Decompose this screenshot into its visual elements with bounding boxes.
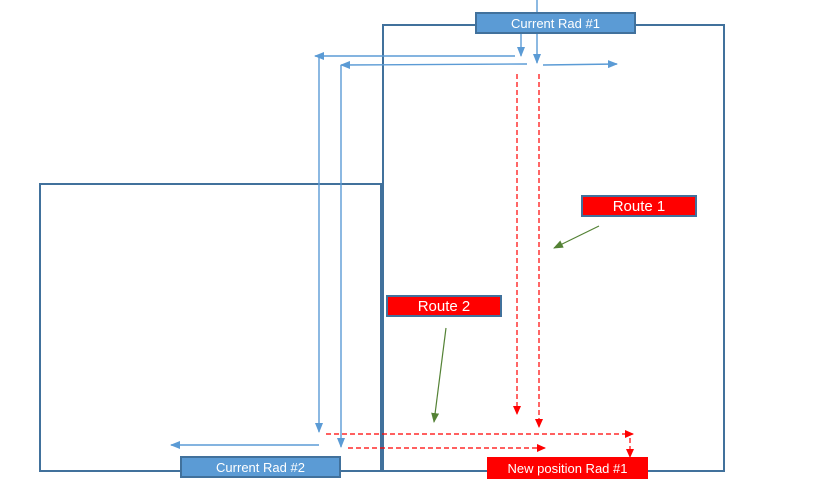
current-rad-2-label: Current Rad #2 <box>180 456 341 478</box>
route-1-label: Route 1 <box>581 195 697 217</box>
route-1-pointer-icon <box>553 225 600 249</box>
pipe-left-2 <box>340 60 528 69</box>
pointer-arrows <box>431 225 600 423</box>
proposed-routes <box>326 74 634 458</box>
new-position-rad-1-label: New position Rad #1 <box>487 457 648 479</box>
route-2-pointer-icon <box>431 327 447 423</box>
room-left <box>39 183 382 472</box>
pipe-right <box>542 60 618 69</box>
route-2-label: Route 2 <box>386 295 502 317</box>
existing-pipe-runs <box>170 0 618 449</box>
current-rad-1-label: Current Rad #1 <box>475 12 636 34</box>
room-right <box>382 24 725 472</box>
